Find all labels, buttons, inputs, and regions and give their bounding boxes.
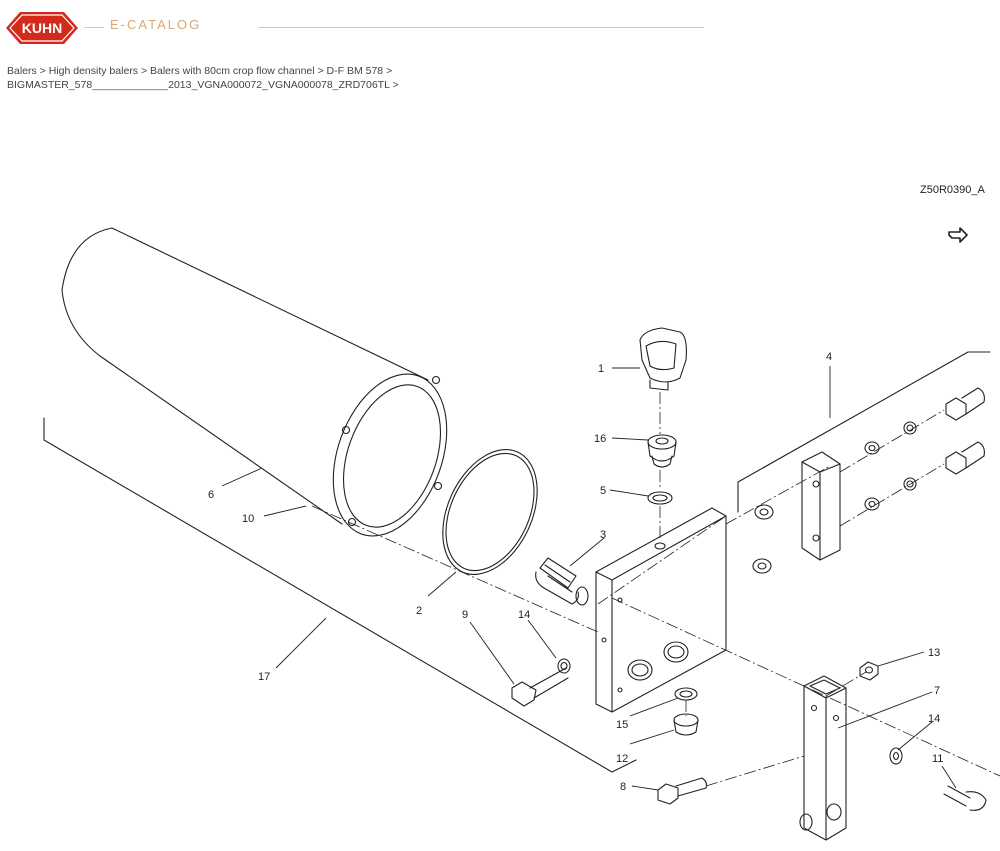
bolt-9 (511, 658, 571, 707)
support-tube (799, 675, 847, 841)
return-arrow-icon[interactable] (946, 226, 970, 244)
plug-12 (673, 713, 699, 736)
header: KUHN E-CATALOG (0, 0, 1000, 56)
callout-9[interactable]: 9 (462, 609, 468, 621)
breadcrumb-separator: > (389, 79, 399, 91)
header-divider-right (258, 27, 704, 28)
breadcrumb: Balers > High density balers > Balers wi… (7, 64, 907, 92)
callout-14[interactable]: 14 (518, 609, 530, 621)
breadcrumb-item-bigmaster-578[interactable]: BIGMASTER_578_____________2013_VGNA00007… (7, 79, 390, 91)
breadcrumb-separator: > (36, 65, 49, 77)
callout-2[interactable]: 2 (416, 605, 422, 617)
logo-text: KUHN (22, 20, 62, 36)
filler-cap (639, 327, 687, 391)
filter-housing (61, 227, 448, 537)
callout-8[interactable]: 8 (620, 781, 626, 793)
callout-13[interactable]: 13 (928, 647, 940, 659)
leader-lines (221, 366, 957, 791)
strainer (535, 557, 589, 606)
header-divider-left (84, 27, 104, 28)
assembly-axes (311, 392, 1000, 787)
breadcrumb-item-balers[interactable]: Balers (7, 65, 37, 77)
filter-block (595, 507, 727, 713)
breadcrumb-line-2: BIGMASTER_578_____________2013_VGNA00007… (7, 78, 907, 92)
breadcrumb-separator: > (138, 65, 150, 77)
washers-4 (752, 387, 985, 574)
callouts: 1 2 3 4 5 6 7 8 9 10 11 12 13 14 14 15 1… (208, 351, 943, 793)
callout-14-right[interactable]: 14 (928, 713, 940, 725)
catalog-label: E-CATALOG (110, 17, 202, 32)
sealing-washer-5 (647, 491, 673, 505)
callout-11[interactable]: 11 (932, 753, 943, 765)
drawing-code: Z50R0390_A (920, 184, 985, 196)
breadcrumb-separator: > (383, 65, 393, 77)
callout-16[interactable]: 16 (594, 433, 606, 445)
bracket-17 (43, 417, 637, 773)
callout-7[interactable]: 7 (934, 685, 940, 697)
sealing-ring-15 (674, 687, 698, 701)
bracket-4 (737, 351, 991, 513)
washer-14-right (889, 747, 903, 765)
clamp-plate (801, 451, 841, 561)
callout-3[interactable]: 3 (600, 529, 606, 541)
kuhn-logo[interactable]: KUHN (6, 10, 78, 46)
adapter-fitting (647, 434, 677, 468)
callout-10[interactable]: 10 (242, 513, 254, 525)
callout-4[interactable]: 4 (826, 351, 832, 363)
breadcrumb-item-df-bm-578[interactable]: D-F BM 578 (326, 65, 384, 77)
callout-6[interactable]: 6 (208, 489, 214, 501)
bolt-8 (657, 777, 708, 805)
bolt-11 (943, 785, 987, 811)
breadcrumb-line-1: Balers > High density balers > Balers wi… (7, 64, 907, 78)
nut-13 (859, 661, 879, 681)
callout-17[interactable]: 17 (258, 671, 270, 683)
callout-12[interactable]: 12 (616, 753, 628, 765)
callout-15[interactable]: 15 (616, 719, 628, 731)
breadcrumb-item-high-density-balers[interactable]: High density balers (48, 65, 139, 77)
callout-1[interactable]: 1 (598, 363, 604, 375)
breadcrumb-item-crop-flow-channel[interactable]: Balers with 80cm crop flow channel (150, 65, 315, 77)
breadcrumb-separator: > (314, 65, 327, 77)
callout-5[interactable]: 5 (600, 485, 606, 497)
